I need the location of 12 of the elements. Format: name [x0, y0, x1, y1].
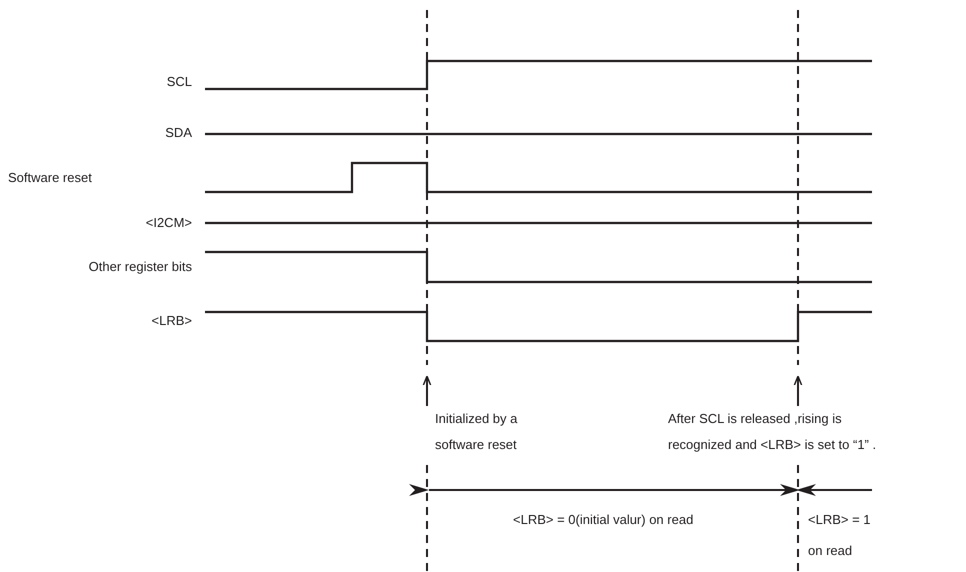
signal-name: SDA	[165, 125, 192, 141]
signal-name: SCL	[166, 74, 192, 90]
leader-arrow	[422, 375, 432, 406]
signal-name: <I2CM>	[146, 215, 192, 231]
annotation-text: After SCL is released ,rising is recognized and <LRB> is set to “1” .	[664, 406, 884, 458]
period-note: <LRB> = 1 on read	[808, 511, 872, 560]
signal-name: Software reset	[8, 170, 92, 186]
signal-name: <LRB>	[152, 313, 192, 329]
period-note: <LRB> = 0(initial valur) on read	[513, 511, 694, 529]
leader-arrow	[794, 375, 802, 406]
annotation-text: Initialized by a software reset	[420, 406, 550, 458]
signal-name: Other register bits	[88, 259, 192, 275]
